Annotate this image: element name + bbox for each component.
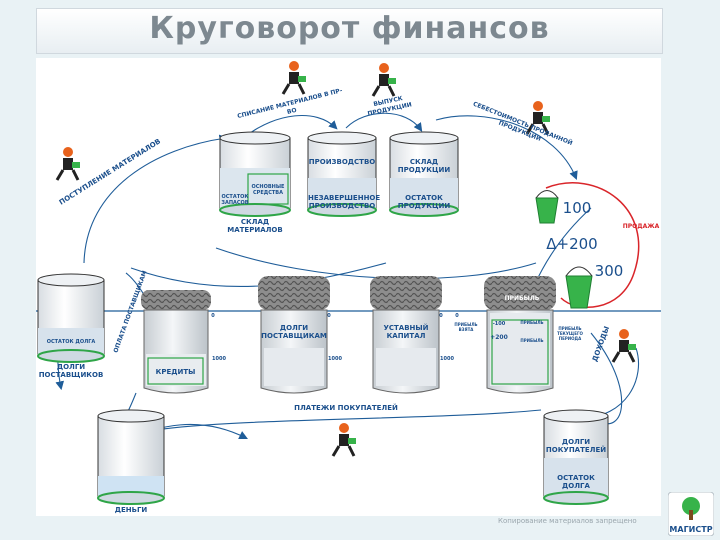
label-credits: КРЕДИТЫ (155, 368, 196, 376)
label-supplier-debts: ДОЛГИ ПОСТАВЩИКОВ (38, 363, 104, 379)
arrow-output (345, 112, 423, 132)
arrow-materials-arrival (83, 134, 229, 264)
label-materials-warehouse: СКЛАД МАТЕРИАЛОВ (227, 218, 283, 234)
magistr-logo: МАГИСТР (667, 491, 715, 537)
label-debts-to-suppliers: ДОЛГИ ПОСТАВЩИКАМ (261, 324, 327, 340)
running-man-icon (281, 61, 306, 95)
bag-charter-capital (370, 276, 442, 394)
arrow-mid2 (215, 247, 537, 280)
running-man-icon (331, 423, 356, 457)
label-product-warehouse: СКЛАД ПРОДУКЦИИ (397, 158, 451, 174)
bag-credits (141, 290, 211, 394)
bucket-300 (565, 266, 593, 309)
label-wip: НЕЗАВЕРШЕННОЕ ПРОИЗВОДСТВО (308, 194, 381, 210)
label-bag4-note1: ПРИБЫЛЬ ВЗЯТА (454, 322, 478, 332)
figure-icons (55, 61, 636, 457)
diagram-canvas: ПОСТУПЛЕНИЕ МАТЕРИАЛОВ СПИСАНИЕ МАТЕРИАЛ… (36, 58, 661, 516)
logo-text: МАГИСТР (669, 525, 712, 534)
label-bag2-bottom: 1000 (328, 356, 342, 362)
bag-debts-to-suppliers (258, 276, 330, 394)
label-wh-fixed-assets: ОСНОВНЫЕ СРЕДСТВА (251, 184, 285, 196)
label-profit-plus200: +200 (490, 334, 508, 341)
label-bag4-note2: ПРИБЫЛЬ (520, 320, 544, 325)
label-bag4-top: 0 (455, 313, 459, 319)
title-bar: Круговорот финансов (36, 8, 663, 54)
label-profit: ПРИБЫЛЬ (504, 295, 540, 302)
label-production: ПРОИЗВОДСТВО (308, 158, 376, 166)
bag-profit (484, 276, 556, 394)
container-product-warehouse (389, 131, 459, 217)
label-bag3-top: 0 (439, 313, 443, 319)
running-man-icon (525, 101, 550, 135)
container-customer-debts (543, 409, 609, 505)
running-man-icon (611, 329, 636, 363)
label-charter-capital: УСТАВНЫЙ КАПИТАЛ (383, 324, 429, 340)
label-customer-debt-remainder: ОСТАТОК ДОЛГА (557, 474, 595, 490)
label-wh-remainder: ОСТАТОК ЗАПАСОВ (221, 194, 249, 206)
label-profit-minus100: -100 (492, 321, 506, 327)
label-customer-debts: ДОЛГИ ПОКУПАТЕЛЕЙ (545, 438, 607, 454)
container-materials-warehouse (219, 131, 291, 217)
label-product-remainder: ОСТАТОК ПРОДУКЦИИ (397, 194, 451, 210)
label-bag2-top: 0 (327, 313, 331, 319)
arrow-income (578, 347, 640, 423)
container-money (97, 409, 165, 505)
arrow-writeoff (245, 115, 338, 137)
label-bag1-top: 0 (211, 313, 215, 319)
label-money: ДЕНЬГИ (114, 506, 148, 514)
label-bag4-note4: ПРИБЫЛЬ (520, 338, 544, 343)
label-bag1-bottom: 1000 (212, 356, 226, 362)
label-sale: ПРОДАЖА (622, 223, 660, 230)
arrow-mid (130, 262, 387, 288)
label-bag3-bottom: 1000 (440, 356, 454, 362)
arrow-customer-payments (153, 409, 542, 434)
label-sale-delta: Δ+200 (546, 235, 598, 253)
container-supplier-debts (37, 273, 105, 363)
slide-title: Круговорот финансов (149, 11, 550, 46)
label-sale-100: 100 (562, 199, 592, 217)
container-production (307, 131, 377, 217)
copyright-footer: Копирование материалов запрещено (498, 517, 637, 525)
arrow-cost-sold (435, 115, 578, 181)
label-bag4-note3: ПРИБЫЛЬ ТЕКУЩЕГО ПЕРИОДА (557, 326, 583, 341)
label-customer-payments: ПЛАТЕЖИ ПОКУПАТЕЛЕЙ (294, 404, 398, 412)
bucket-100 (535, 190, 559, 224)
label-supplier-debt-remainder: ОСТАТОК ДОЛГА (46, 339, 96, 345)
label-sale-300: 300 (594, 262, 624, 280)
running-man-icon (55, 147, 80, 181)
running-man-icon (371, 63, 396, 97)
diagram-graphics (36, 61, 661, 505)
